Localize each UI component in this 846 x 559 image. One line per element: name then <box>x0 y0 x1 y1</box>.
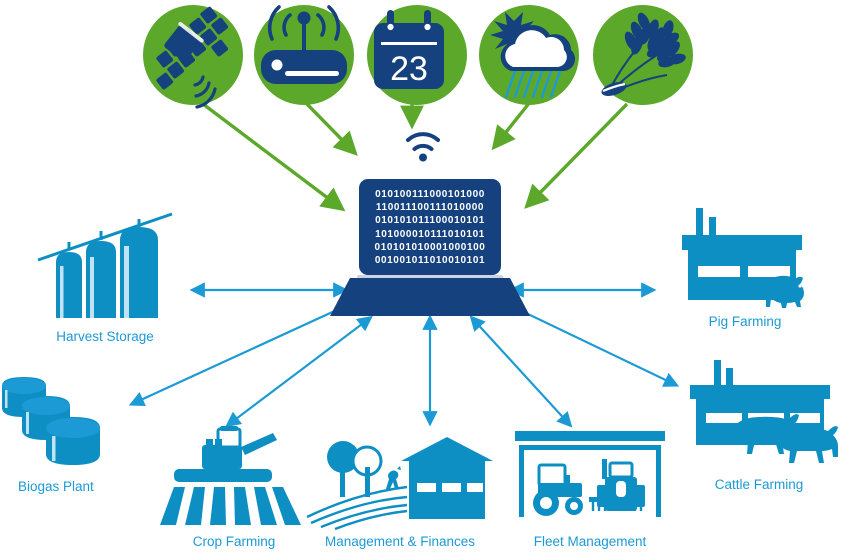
endpoint-label-fleet-management: Fleet Management <box>533 534 647 549</box>
endpoint-label-biogas-plant: Biogas Plant <box>18 479 94 494</box>
pig-shape <box>764 275 804 308</box>
arrow-hub-fleet-management <box>469 315 573 428</box>
arrow-hub-crop-farming <box>225 315 373 428</box>
source-icon-satellite[interactable] <box>143 5 243 109</box>
wheat-head-1 <box>624 12 659 55</box>
rain-lines <box>504 69 562 99</box>
vent-stack-tall <box>696 208 703 235</box>
binary-line-5: 001001011010010101 <box>374 255 486 267</box>
laptop-base <box>330 278 530 316</box>
farm-building <box>401 437 493 519</box>
vent-stack-short <box>709 217 716 235</box>
arrow-hub-cattle-farming <box>501 301 680 387</box>
implement-tines <box>591 502 643 511</box>
trees <box>327 441 383 497</box>
arrow-crops-to-hub <box>524 102 629 209</box>
endpoint-label-management-finances: Management & Finances <box>324 534 476 549</box>
calendar-day-number: 23 <box>390 50 428 88</box>
arrow-satellite-to-hub <box>197 99 346 212</box>
endpoint-biogas-plant[interactable]: Biogas Plant <box>0 370 145 495</box>
shed-frame <box>515 431 665 517</box>
endpoint-label-cattle-farming: Cattle Farming <box>714 477 804 492</box>
source-to-hub-arrows <box>197 99 629 212</box>
pig-barn-icon <box>682 208 804 308</box>
tractor-left <box>533 463 583 516</box>
crop-rows <box>160 487 301 525</box>
hub-to-endpoint-arrows <box>128 282 680 428</box>
wheat-stalks-icon <box>601 12 686 96</box>
source-icon-crops[interactable] <box>593 5 693 105</box>
endpoint-label-harvest-storage: Harvest Storage <box>56 329 154 344</box>
source-icon-calendar[interactable]: 23 <box>367 5 467 105</box>
endpoint-fleet-management[interactable]: Fleet Management <box>505 425 675 550</box>
wheat-head-3 <box>657 41 686 68</box>
tractor-shed-icon <box>515 431 665 517</box>
calendar-icon: 23 <box>374 10 444 89</box>
endpoint-crop-farming[interactable]: Crop Farming <box>144 425 324 550</box>
binary-line-3: 101000010111010101 <box>375 228 485 240</box>
grain-silos-icon <box>37 212 173 318</box>
endpoint-management-finances[interactable]: Management & Finances <box>305 425 495 550</box>
binary-line-0: 010100111000101000 <box>375 189 485 200</box>
source-icon-router[interactable] <box>254 5 354 105</box>
laptop-hinge <box>357 275 503 279</box>
biogas-tanks-icon <box>2 377 100 465</box>
harvester-body <box>174 426 277 482</box>
cloud-shape <box>500 25 576 72</box>
cattle-barn-icon <box>690 360 838 463</box>
wifi-signal-icon <box>405 128 441 162</box>
arrow-weather-to-hub <box>491 100 532 151</box>
arrow-router-to-hub <box>302 99 358 156</box>
endpoint-pig-farming[interactable]: Pig Farming <box>660 198 830 330</box>
satellite-icon <box>156 6 229 109</box>
laptop-screen: 010100111000101000 110011100111010000 01… <box>359 179 501 275</box>
combine-harvester-icon <box>160 426 301 525</box>
central-data-laptop[interactable]: 010100111000101000 110011100111010000 01… <box>330 170 530 325</box>
endpoint-harvest-storage[interactable]: Harvest Storage <box>20 200 190 345</box>
cow-shape-front <box>776 426 838 463</box>
endpoint-label-crop-farming: Crop Farming <box>192 534 276 549</box>
endpoint-label-pig-farming: Pig Farming <box>708 314 782 329</box>
wireless-router-icon <box>261 5 347 84</box>
sun-cloud-rain-icon <box>490 9 576 99</box>
binary-line-2: 010101011100010101 <box>375 215 485 227</box>
source-icon-weather[interactable] <box>479 5 579 105</box>
field-rows <box>306 485 408 531</box>
binary-line-4: 010101010001000100 <box>374 241 486 253</box>
chicken <box>386 466 401 489</box>
endpoint-cattle-farming[interactable]: Cattle Farming <box>672 348 846 493</box>
tractor-right <box>589 459 645 511</box>
binary-line-1: 110011100111010000 <box>375 202 485 214</box>
silo-roof-beam <box>37 212 173 262</box>
farmhouse-fields-icon <box>306 437 493 531</box>
